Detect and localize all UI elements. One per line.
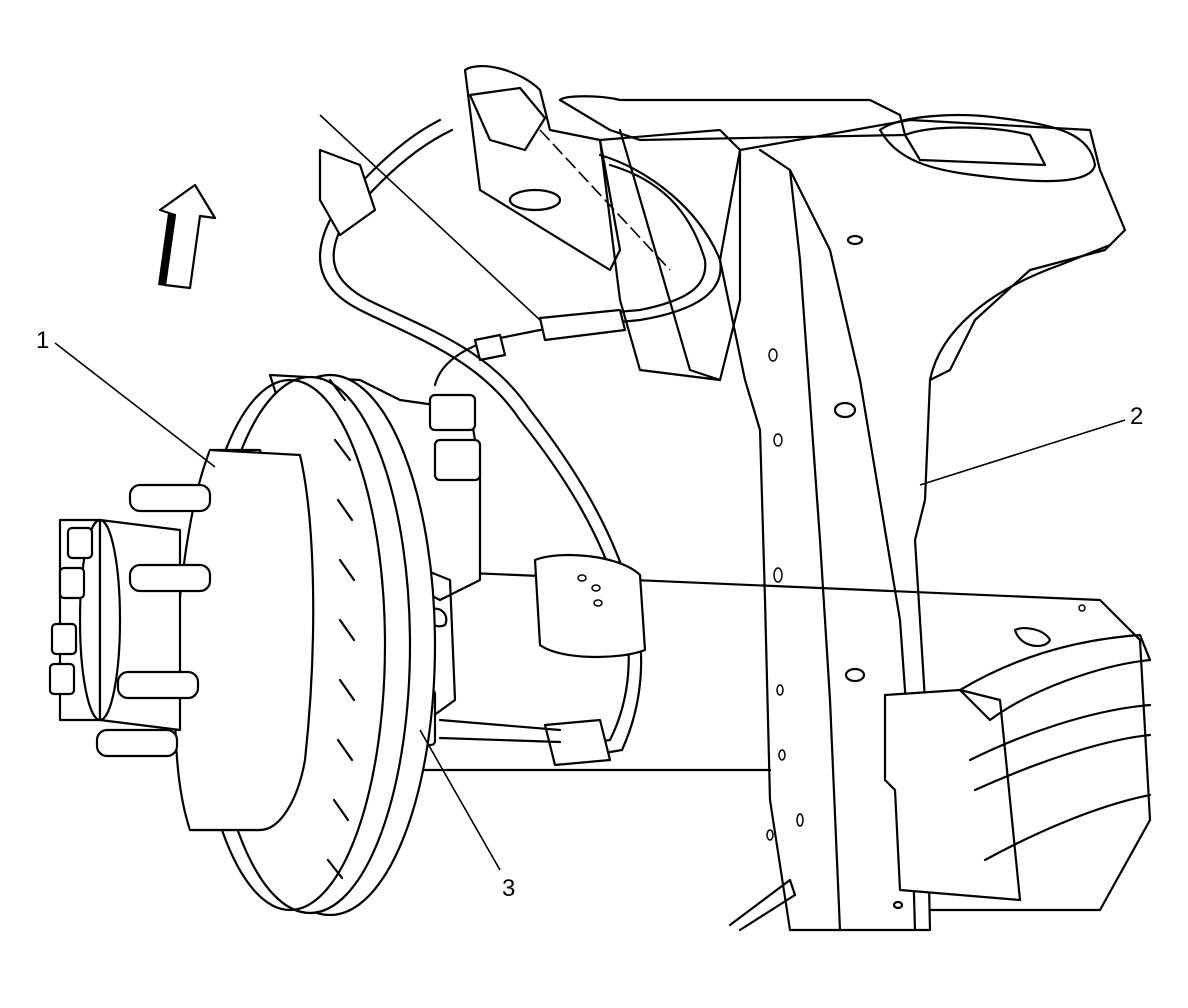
hub-bolts (48, 526, 94, 696)
axle-housing (398, 568, 1152, 912)
callout-3-leader (419, 729, 501, 871)
frame-rail (718, 114, 1127, 932)
callout-1: 1 (36, 327, 49, 354)
callout-1-leader (54, 342, 216, 468)
callout-2-leader (919, 419, 1126, 486)
callout-3: 3 (502, 875, 515, 902)
abs-sensor-wire (318, 86, 643, 767)
forward-direction-arrow-icon (158, 183, 217, 290)
wheel-hub (48, 448, 315, 832)
wheel-studs (95, 483, 212, 758)
callout-2: 2 (1130, 403, 1143, 430)
brake-hose (433, 153, 722, 387)
